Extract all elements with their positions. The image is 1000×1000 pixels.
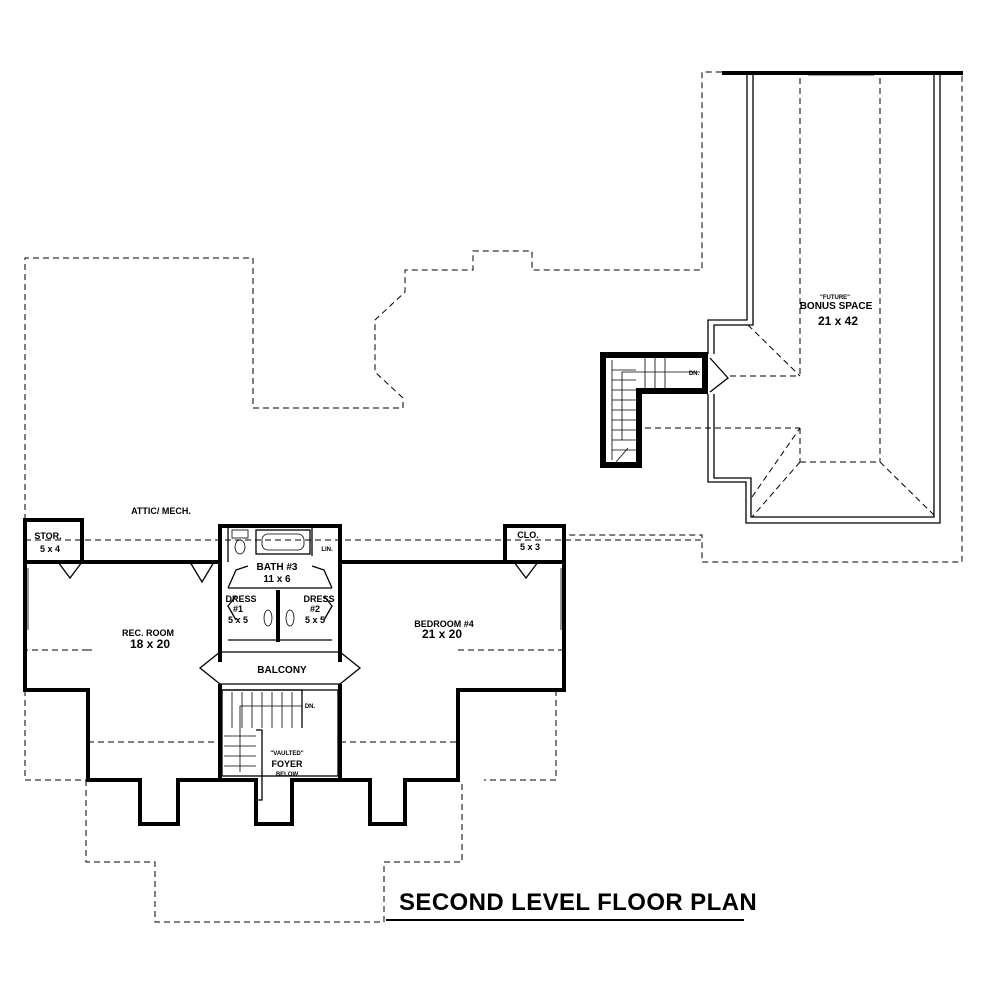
- bedroom4-size: 21 x 20: [422, 627, 462, 641]
- room-labels: ATTIC/ MECH. STOR. 5 x 4 CLO. 5 x 3 REC.…: [34, 295, 872, 778]
- dress1-number: #1: [233, 604, 243, 614]
- bath3-label: BATH #3: [257, 562, 298, 573]
- roof-outline: [24, 71, 963, 923]
- bonus-stair: [600, 352, 729, 468]
- foyer-below: BELOW: [276, 772, 299, 778]
- foyer-note: "VAULTED": [270, 751, 303, 757]
- exterior-walls: [23, 518, 566, 826]
- closet-label: CLO.: [517, 530, 539, 540]
- attic-label: ATTIC/ MECH.: [131, 506, 191, 516]
- main-stair: [221, 689, 339, 801]
- interior-walls: [23, 526, 566, 782]
- door-swings: [57, 561, 539, 621]
- title-underline: [386, 919, 744, 921]
- bath3-size: 11 x 6: [263, 574, 291, 585]
- rec-room-label: REC. ROOM: [122, 628, 174, 638]
- bonus-size: 21 x 42: [818, 314, 858, 328]
- storage-size: 5 x 4: [40, 544, 60, 554]
- bonus-space: [645, 71, 963, 524]
- dress1-label: DRESS: [225, 594, 256, 604]
- storage-label: STOR.: [34, 531, 61, 541]
- rec-room-size: 18 x 20: [130, 637, 170, 651]
- closet-size: 5 x 3: [520, 542, 540, 552]
- dress2-label: DRESS: [303, 594, 334, 604]
- bedroom4-label: BEDROOM #4: [414, 619, 474, 629]
- main-stair-dn: DN.: [305, 704, 316, 710]
- plan-title: SECOND LEVEL FLOOR PLAN: [399, 889, 758, 916]
- balcony-label: BALCONY: [257, 665, 307, 676]
- dress1-size: 5 x 5: [228, 615, 248, 625]
- dress2-size: 5 x 5: [305, 615, 325, 625]
- dress2-number: #2: [310, 604, 320, 614]
- foyer-label: FOYER: [271, 759, 303, 769]
- bay-outlines: [25, 539, 702, 743]
- linen-label: LIN.: [321, 547, 333, 553]
- bonus-label: BONUS SPACE: [800, 301, 873, 312]
- bonus-stair-dn: DN.: [689, 371, 700, 377]
- bonus-note: "FUTURE": [820, 295, 850, 301]
